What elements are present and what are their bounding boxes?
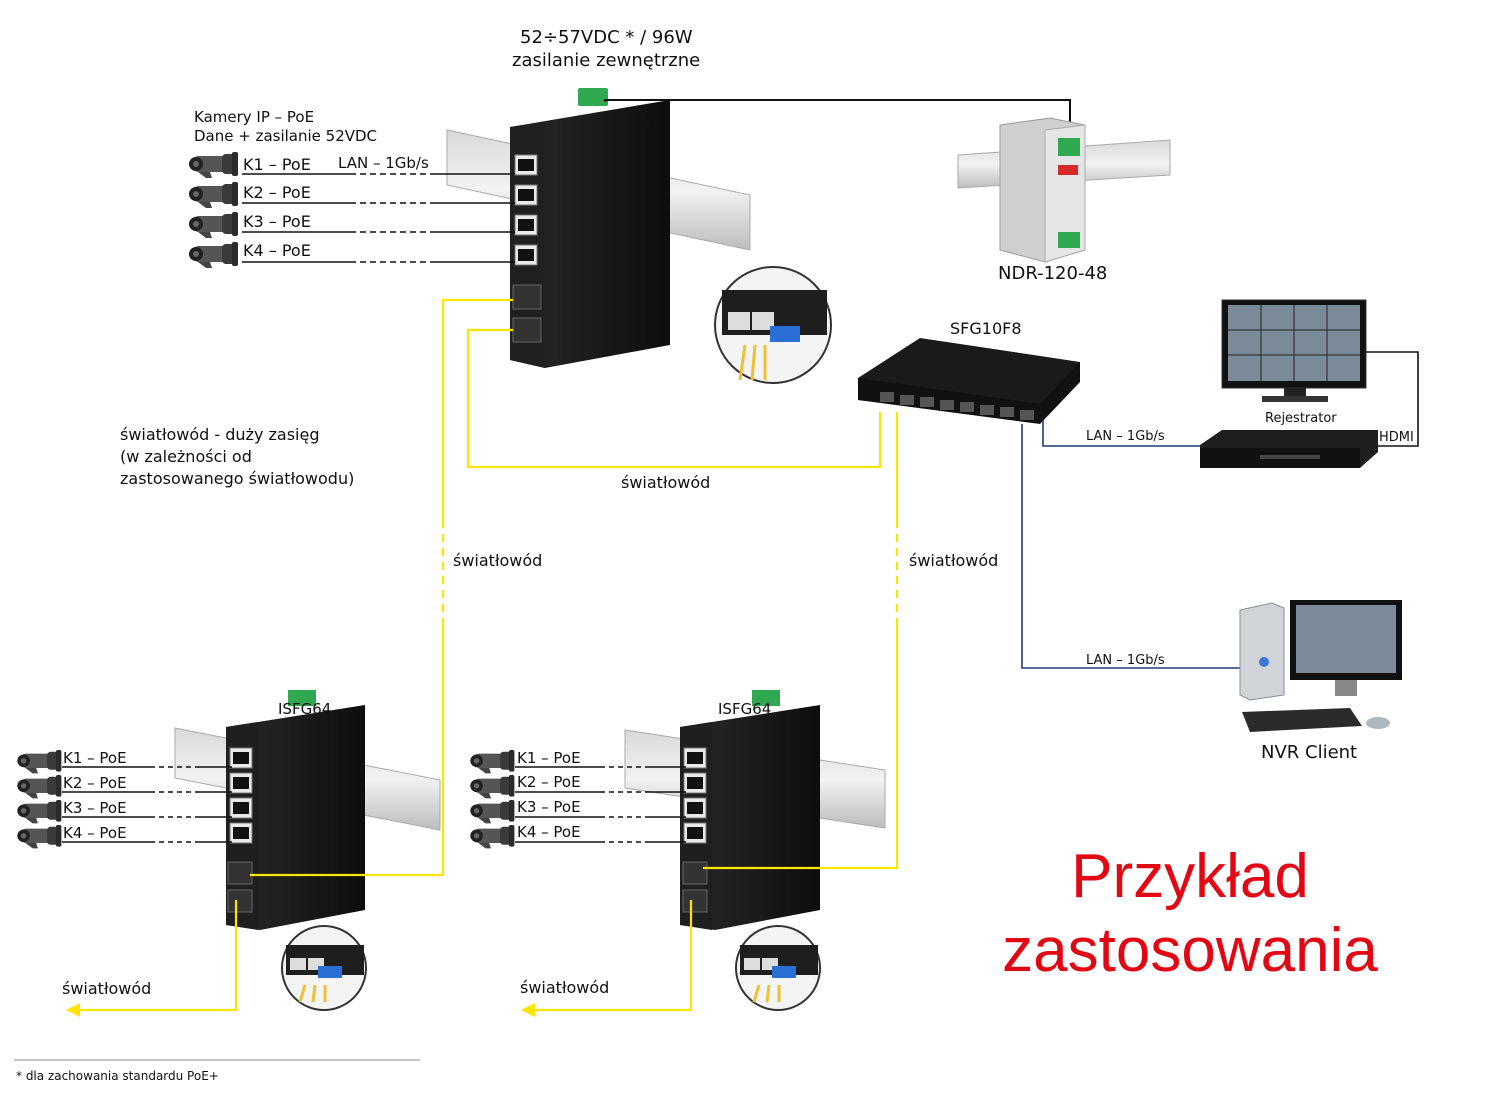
camera-cables-bottom-right <box>515 766 686 843</box>
switch-right-port-k4: K4 – PoE <box>517 823 581 841</box>
fiber-note-line3: zastosowanego światłowodu) <box>120 469 355 488</box>
sfg-model: SFG10F8 <box>950 319 1022 338</box>
fiber-label-bottom-right: światłowód <box>520 978 610 997</box>
fiber-zoom-bottom-right <box>735 925 821 1011</box>
switch-right-port-k2: K2 – PoE <box>517 773 581 791</box>
port-label-k1: K1 – PoE <box>243 155 311 174</box>
port-label-k2: K2 – PoE <box>243 183 311 202</box>
hdmi-label: HDMI <box>1379 430 1414 445</box>
page-title: Przykład zastosowania <box>990 840 1390 989</box>
psu-model: NDR-120-48 <box>998 263 1108 284</box>
cameras-bottom-right <box>470 750 515 849</box>
nvr-client <box>1239 600 1402 732</box>
recorder-lan-label: LAN – 1Gb/s <box>1086 429 1165 444</box>
switch-right-port-k3: K3 – PoE <box>517 798 581 816</box>
fiber-label-left: światłowód <box>453 551 543 570</box>
hdmi-cable <box>1366 351 1419 447</box>
fiber-cables <box>78 298 899 1012</box>
port-label-k3: K3 – PoE <box>243 212 311 231</box>
switch-left <box>226 690 365 930</box>
lan-cables <box>1021 420 1242 669</box>
switch-right-model: ISFG64 <box>718 700 772 718</box>
nvr-client-label: NVR Client <box>1261 742 1358 763</box>
cameras-bottom-left <box>17 750 62 849</box>
camera-cables-bottom-left <box>62 766 232 843</box>
cameras-top <box>189 152 238 268</box>
cameras-info-line1: Kamery IP – PoE <box>194 108 315 126</box>
switch-left-port-k2: K2 – PoE <box>63 774 127 792</box>
switch-right <box>680 690 820 930</box>
switch-left-port-k1: K1 – PoE <box>63 749 127 767</box>
sfg-switch <box>858 338 1080 424</box>
switch-left-port-k4: K4 – PoE <box>63 824 127 842</box>
recorder-label: Rejestrator <box>1265 411 1337 426</box>
nvr-lan-label: LAN – 1Gb/s <box>1086 653 1165 668</box>
recorder-device <box>1200 430 1378 468</box>
port-label-k4: K4 – PoE <box>243 241 311 260</box>
monitor-recorder <box>1221 299 1367 402</box>
main-lan-label: LAN – 1Gb/s <box>338 154 429 172</box>
fiber-zoom-bottom-left <box>281 925 367 1011</box>
fiber-label-right: światłowód <box>909 551 999 570</box>
footnote: * dla zachowania standardu PoE+ <box>16 1069 219 1083</box>
psu-device <box>999 117 1086 263</box>
fiber-arrows <box>66 1003 535 1017</box>
page-title-line1: Przykład <box>1071 842 1309 911</box>
power-desc: zasilanie zewnętrzne <box>512 50 701 71</box>
fiber-label-center: światłowód <box>621 473 711 492</box>
fiber-zoom-top <box>714 266 832 384</box>
fiber-note-line2: (w zależności od <box>120 447 252 466</box>
power-spec: 52÷57VDC * / 96W <box>520 27 693 48</box>
switch-left-port-k3: K3 – PoE <box>63 799 127 817</box>
camera-cables-top <box>242 173 515 263</box>
cameras-info-line2: Dane + zasilanie 52VDC <box>194 127 378 145</box>
switch-left-model: ISFG64 <box>278 700 332 718</box>
fiber-note-line1: światłowód - duży zasięg <box>120 425 320 444</box>
page-title-line2: zastosowania <box>1002 916 1378 986</box>
switch-right-port-k1: K1 – PoE <box>517 749 581 767</box>
main-switch <box>510 88 670 368</box>
fiber-label-bottom-left: światłowód <box>62 979 152 998</box>
